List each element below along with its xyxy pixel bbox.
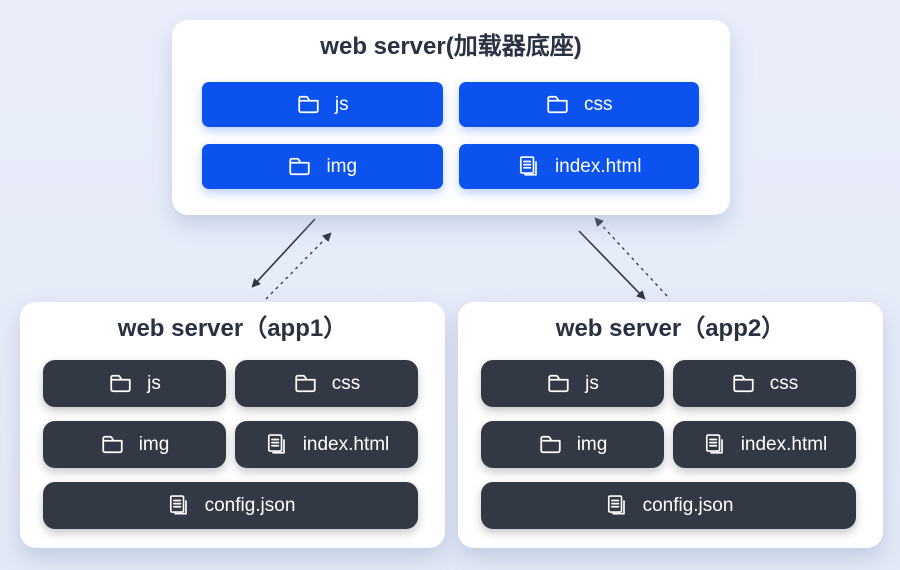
node-label: css bbox=[769, 373, 799, 394]
node-label: js bbox=[585, 373, 599, 394]
document-icon bbox=[264, 432, 289, 457]
document-icon bbox=[604, 493, 629, 518]
loader-server-title: web server(加载器底座) bbox=[320, 33, 582, 60]
folder-icon bbox=[108, 371, 133, 396]
app2-server-box: web server（app2） js css img index.html c… bbox=[458, 302, 883, 548]
folder-icon bbox=[296, 92, 321, 117]
node-label: css bbox=[331, 373, 361, 394]
loader-node-index-html[interactable]: index.html bbox=[458, 144, 699, 189]
node-label: config.json bbox=[204, 495, 296, 516]
node-label: js bbox=[147, 373, 161, 394]
loader-file-grid: js css img index.html bbox=[202, 82, 699, 189]
node-label: config.json bbox=[642, 495, 734, 516]
arrow-app2-to-loader bbox=[594, 217, 668, 297]
folder-icon bbox=[293, 371, 318, 396]
arrow-loader-to-app1 bbox=[251, 218, 316, 288]
loader-node-img[interactable]: img bbox=[202, 144, 443, 189]
loader-server-box: web server(加载器底座) js css img index.html bbox=[172, 20, 730, 215]
node-label: img bbox=[138, 434, 170, 455]
app1-server-box: web server（app1） js css img index.html c… bbox=[20, 302, 445, 548]
app2-node-css[interactable]: css bbox=[673, 360, 856, 407]
app2-node-config-json[interactable]: config.json bbox=[481, 482, 856, 529]
loader-node-js[interactable]: js bbox=[202, 82, 443, 127]
loader-node-css[interactable]: css bbox=[458, 82, 699, 127]
app1-file-grid: js css img index.html config.json bbox=[43, 360, 418, 529]
folder-icon bbox=[546, 371, 571, 396]
folder-icon bbox=[545, 92, 570, 117]
app2-node-img[interactable]: img bbox=[481, 421, 664, 468]
folder-icon bbox=[538, 432, 563, 457]
node-label: img bbox=[576, 434, 608, 455]
app1-node-css[interactable]: css bbox=[235, 360, 418, 407]
app2-node-index-html[interactable]: index.html bbox=[673, 421, 856, 468]
node-label: index.html bbox=[740, 434, 828, 455]
node-label: js bbox=[334, 94, 349, 115]
arrow-loader-to-app2 bbox=[578, 230, 646, 300]
app1-node-js[interactable]: js bbox=[43, 360, 226, 407]
node-label: index.html bbox=[554, 156, 642, 177]
app2-server-title: web server（app2） bbox=[555, 315, 786, 342]
document-icon bbox=[516, 154, 541, 179]
node-label: index.html bbox=[302, 434, 390, 455]
document-icon bbox=[166, 493, 191, 518]
app1-node-config-json[interactable]: config.json bbox=[43, 482, 418, 529]
folder-icon bbox=[731, 371, 756, 396]
app1-server-title: web server（app1） bbox=[117, 315, 348, 342]
arrow-app1-to-loader bbox=[265, 232, 332, 300]
app2-file-grid: js css img index.html config.json bbox=[481, 360, 856, 529]
folder-icon bbox=[287, 154, 312, 179]
app1-node-index-html[interactable]: index.html bbox=[235, 421, 418, 468]
node-label: img bbox=[326, 156, 358, 177]
folder-icon bbox=[100, 432, 125, 457]
app2-node-js[interactable]: js bbox=[481, 360, 664, 407]
node-label: css bbox=[584, 94, 613, 115]
document-icon bbox=[702, 432, 727, 457]
app1-node-img[interactable]: img bbox=[43, 421, 226, 468]
